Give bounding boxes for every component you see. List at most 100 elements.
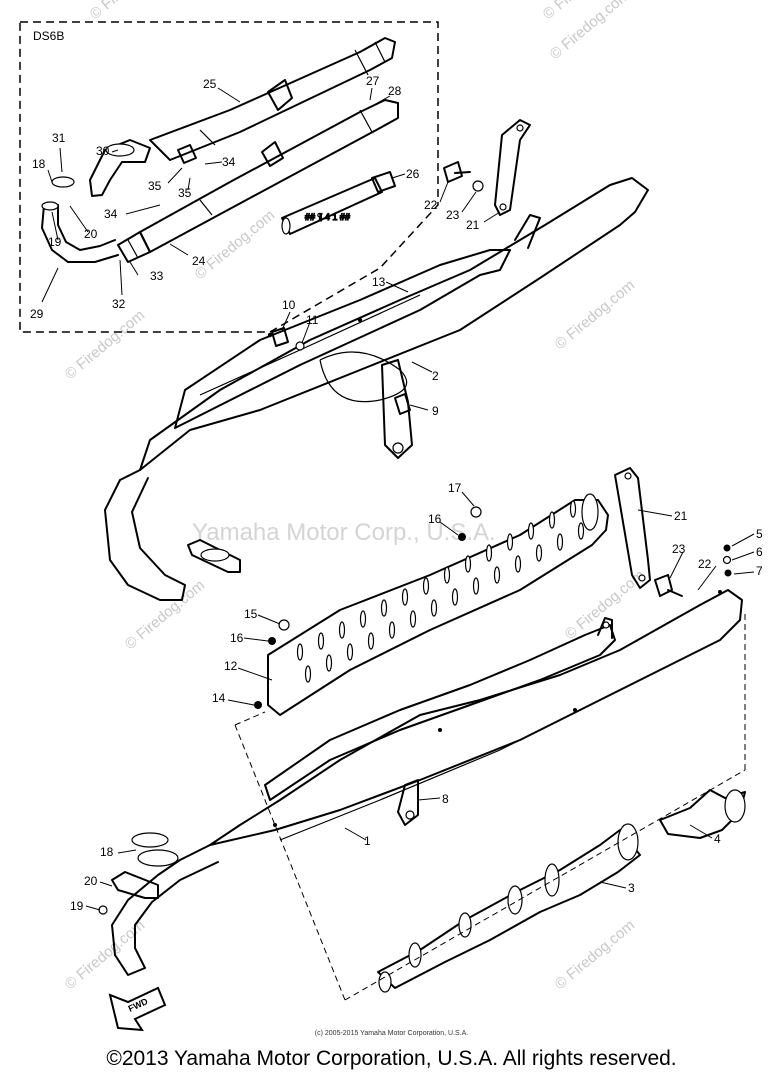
callout-16-top: 16	[428, 512, 442, 526]
shield-slot	[422, 577, 430, 595]
callout-5: 5	[756, 527, 763, 541]
shield-slot	[527, 522, 535, 540]
shield-slot	[443, 566, 451, 584]
callout-12: 12	[224, 659, 238, 673]
callout-27: 27	[366, 74, 380, 88]
callout-10: 10	[282, 298, 296, 312]
callout-6: 6	[756, 545, 763, 559]
upper-muffler-ds6b	[89, 37, 396, 197]
shield-slot	[401, 588, 409, 606]
shield-slot	[451, 588, 459, 606]
callout-31: 31	[52, 131, 66, 145]
callout-13: 13	[372, 275, 386, 289]
callout-34-bottom: 34	[104, 207, 118, 221]
shield-slot	[472, 577, 480, 595]
shield-slot	[325, 654, 333, 672]
callout-28: 28	[388, 84, 402, 98]
watermark-center: Yamaha Motor Corp., U.S.A.	[192, 519, 496, 546]
callout-7: 7	[756, 564, 763, 578]
callout-29: 29	[30, 307, 44, 321]
callout-1: 1	[364, 834, 371, 848]
callout-21-top: 21	[466, 218, 480, 232]
callout-30: 30	[96, 144, 110, 158]
heat-shield-12	[267, 493, 609, 716]
callout-19-top: 19	[48, 235, 62, 249]
callout-17: 17	[448, 481, 462, 495]
small-copyright: (c) 2005-2015 Yamaha Motor Corporation, …	[314, 1030, 469, 1037]
callout-18-top: 18	[32, 157, 46, 171]
callout-8: 8	[442, 792, 449, 806]
shield-slot	[304, 665, 312, 683]
shield-slot	[296, 643, 304, 661]
callout-20-bottom: 20	[84, 874, 98, 888]
callout-33: 33	[150, 269, 164, 283]
exhaust-pipe-ds6b	[41, 176, 119, 263]
shield-slot	[409, 610, 417, 628]
shield-slot	[569, 500, 577, 518]
assembly-lines	[234, 612, 746, 1001]
callout-21-bottom: 21	[674, 509, 688, 523]
shield-slot	[506, 533, 514, 551]
callout-18-bottom: 18	[100, 845, 114, 859]
watermark-tile: © Firedog.com	[192, 207, 278, 283]
callout-layer: 25 27 28 31 30 18 34 35 35 26 20 19 34 2…	[30, 74, 763, 913]
watermark-tile: © Firedog.com	[552, 277, 638, 353]
leader-lines	[41, 87, 755, 911]
callout-4: 4	[714, 832, 721, 846]
callout-32: 32	[112, 297, 126, 311]
watermark-tile: © Firedog.com	[87, 0, 173, 23]
ds6b-variant-box: DS6B	[19, 21, 439, 333]
callout-20-top: 20	[84, 227, 98, 241]
callout-26: 26	[406, 167, 420, 181]
callout-9: 9	[432, 404, 439, 418]
tail-cap-4	[659, 789, 746, 839]
shield-slot	[548, 511, 556, 529]
callout-23-top: 23	[446, 208, 460, 222]
bolt-10-washer-11	[271, 327, 305, 351]
callout-15: 15	[244, 607, 258, 621]
shield-slot	[388, 621, 396, 639]
shield-slot	[485, 544, 493, 562]
lower-muffler-ds6b	[117, 99, 399, 263]
callout-23-bottom: 23	[672, 542, 686, 556]
variant-label: DS6B	[33, 29, 64, 43]
muffler-2	[104, 177, 649, 601]
callout-16-bottom: 16	[230, 631, 244, 645]
shield-slot	[430, 599, 438, 617]
callout-24: 24	[192, 254, 206, 268]
shield-slot	[346, 643, 354, 661]
shield-slot	[359, 610, 367, 628]
shield-slot	[464, 555, 472, 573]
callout-2: 2	[432, 369, 439, 383]
watermark-tile: © Firedog.com	[62, 307, 148, 383]
svg-text:## ¶ 4 1 ##: ## ¶ 4 1 ##	[305, 212, 350, 222]
callout-34-top: 34	[222, 155, 236, 169]
watermark-tile: © Firedog.com	[562, 567, 648, 643]
callout-19-bottom: 19	[70, 899, 84, 913]
shield-slot	[338, 621, 346, 639]
callout-35-left: 35	[148, 179, 162, 193]
small-fasteners	[254, 506, 482, 709]
muffler-1	[98, 589, 743, 976]
bracket-21-upper	[443, 119, 531, 216]
bracket-21-lower	[614, 467, 732, 597]
baffle-assembly-3	[377, 823, 641, 993]
callout-22-top: 22	[424, 198, 438, 212]
shield-slot	[577, 522, 585, 540]
shield-slot	[367, 632, 375, 650]
watermark-tile: © Firedog.com	[552, 917, 638, 993]
shield-slot	[514, 555, 522, 573]
callout-14: 14	[212, 691, 226, 705]
callout-22-bottom: 22	[698, 557, 712, 571]
copyright-notice: ©2013 Yamaha Motor Corporation, U.S.A. A…	[106, 1047, 677, 1070]
fwd-arrow-icon: FWD	[108, 986, 167, 1032]
callout-35-right: 35	[178, 186, 192, 200]
callout-25: 25	[203, 77, 217, 91]
baffle-insert-26: ## ¶ 4 1 ##	[281, 171, 396, 235]
shield-slot	[317, 632, 325, 650]
shield-slot	[556, 533, 564, 551]
heat-shield-slots	[296, 500, 585, 683]
shield-slot	[535, 544, 543, 562]
shield-slot	[380, 599, 388, 617]
